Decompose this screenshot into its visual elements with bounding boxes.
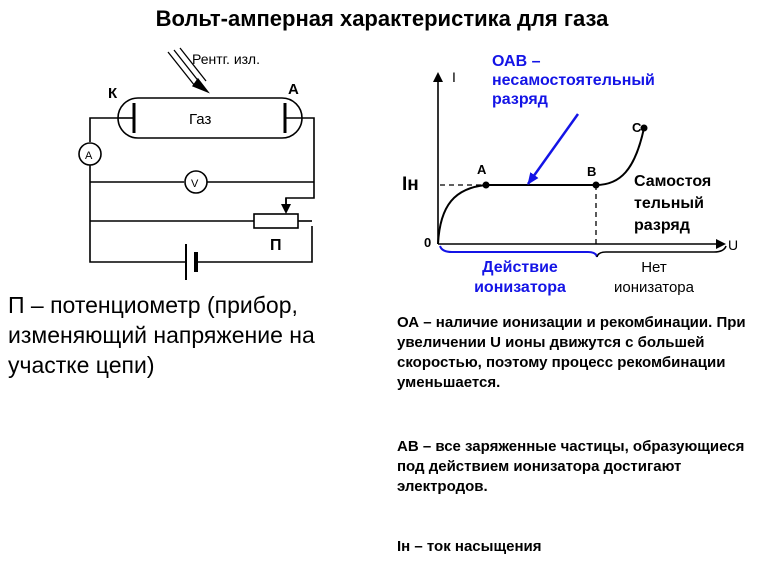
description-ab: АВ – все заряженные частицы, образующиес… — [397, 438, 745, 495]
ionizer-brace — [439, 245, 598, 258]
saturation-label: Iн — [402, 174, 419, 195]
potentiometer-note: П – потенциометр (прибор, изменяющий нап… — [8, 292, 315, 378]
x-axis-label: U — [728, 237, 738, 253]
oab-label-line3: разряд — [492, 91, 548, 108]
oab-label-line1: ОАВ – — [492, 53, 541, 70]
page-title: Вольт-амперная характеристика для газа — [155, 6, 609, 31]
xray-rays — [167, 47, 210, 94]
oab-arrow — [526, 113, 580, 185]
anode-label: А — [288, 81, 299, 98]
oab-label-line2: несамостоятельный — [492, 72, 655, 89]
point-c-marker — [640, 124, 648, 132]
vac-curve — [437, 127, 645, 245]
point-a-label: A — [477, 162, 487, 177]
xray-label: Рентг. изл. — [192, 51, 260, 67]
tube-label: Газ — [189, 111, 211, 128]
potentiometer-resistor — [253, 213, 299, 229]
voltmeter-label: V — [191, 178, 199, 190]
point-b-marker — [592, 181, 600, 189]
self-discharge-line1: Самостоя — [634, 173, 711, 190]
no-ionizer-line1: Нет — [641, 259, 667, 276]
ionizer-line1: Действие — [482, 259, 558, 276]
ionizer-line2: ионизатора — [474, 279, 566, 296]
self-discharge-line2: тельный — [634, 195, 704, 212]
y-axis-label: I — [452, 69, 456, 85]
oab-label: ОАВ – несамостоятельный разряд — [492, 52, 655, 109]
point-a-marker — [482, 181, 490, 189]
origin-label: 0 — [424, 235, 431, 250]
no-ionizer-brace — [596, 245, 727, 258]
cathode-label: К — [108, 85, 118, 102]
self-discharge-line3: разряд — [634, 217, 690, 234]
ammeter-label: A — [85, 150, 93, 162]
point-b-label: B — [587, 164, 596, 179]
vac-graph — [433, 72, 727, 258]
circuit-diagram — [78, 47, 315, 280]
point-c-label: C — [632, 120, 642, 135]
description-saturation-current: Iн – ток насыщения — [397, 538, 542, 555]
no-ionizer-line2: ионизатора — [614, 279, 695, 296]
description-oa: ОА – наличие ионизации и рекомбинации. П… — [397, 314, 746, 391]
potentiometer-label: П — [270, 237, 282, 254]
